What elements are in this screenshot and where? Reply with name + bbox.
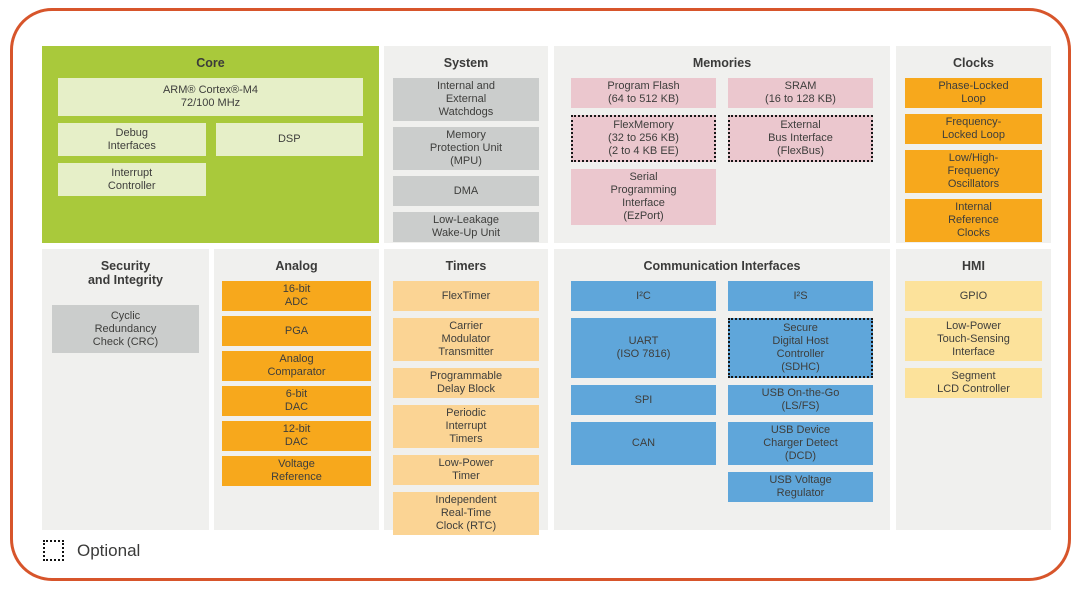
block-dma: DMA	[393, 176, 539, 206]
block-analog-comparator: Analog Comparator	[222, 351, 371, 381]
block-oscillators: Low/High- Frequency Oscillators	[905, 150, 1042, 193]
timers-title: Timers	[445, 259, 487, 273]
block-16bit-adc: 16-bit ADC	[222, 281, 371, 311]
legend: Optional	[43, 540, 140, 561]
memories-blocks: Program Flash (64 to 512 KB) SRAM (16 to…	[554, 78, 890, 225]
clocks-title: Clocks	[953, 56, 994, 70]
system-blocks: Internal and External Watchdogs Memory P…	[384, 78, 548, 242]
block-flextimer: FlexTimer	[393, 281, 539, 311]
communication-title: Communication Interfaces	[643, 259, 801, 273]
communication-blocks: I²C I²S UART (ISO 7816) Secure Digital H…	[554, 281, 890, 502]
block-fll: Frequency- Locked Loop	[905, 114, 1042, 144]
block-usb-voltage-regulator: USB Voltage Regulator	[728, 472, 873, 502]
hmi-blocks: GPIO Low-Power Touch-Sensing Interface S…	[896, 281, 1051, 398]
block-sdhc: Secure Digital Host Controller (SDHC)	[728, 318, 873, 378]
panel-clocks: Clocks Phase-Locked Loop Frequency- Lock…	[896, 46, 1051, 243]
block-usb-dcd: USB Device Charger Detect (DCD)	[728, 422, 873, 465]
block-i2c: I²C	[571, 281, 716, 311]
hmi-title: HMI	[962, 259, 985, 273]
optional-dotted-box-icon	[43, 540, 64, 561]
block-flexmemory: FlexMemory (32 to 256 KB) (2 to 4 KB EE)	[571, 115, 716, 162]
panel-analog: Analog 16-bit ADC PGA Analog Comparator …	[214, 249, 379, 530]
block-spi: SPI	[571, 385, 716, 415]
block-pga: PGA	[222, 316, 371, 346]
panel-core: Core ARM® Cortex®-M4 72/100 MHz Debug In…	[42, 46, 379, 243]
block-programmable-delay-block: Programmable Delay Block	[393, 368, 539, 398]
block-6bit-dac: 6-bit DAC	[222, 386, 371, 416]
block-dsp: DSP	[215, 123, 363, 156]
memories-title: Memories	[692, 56, 752, 70]
block-sram: SRAM (16 to 128 KB)	[728, 78, 873, 108]
panel-system: System Internal and External Watchdogs M…	[384, 46, 548, 243]
block-interrupt-controller: Interrupt Controller	[58, 163, 206, 196]
analog-title: Analog	[275, 259, 318, 273]
panel-communication-interfaces: Communication Interfaces I²C I²S UART (I…	[554, 249, 890, 530]
diagram-border: Core ARM® Cortex®-M4 72/100 MHz Debug In…	[10, 8, 1071, 581]
core-row: Debug Interfaces DSP	[58, 123, 363, 156]
block-pll: Phase-Locked Loop	[905, 78, 1042, 108]
panel-memories: Memories Program Flash (64 to 512 KB) SR…	[554, 46, 890, 243]
security-blocks: Cyclic Redundancy Check (CRC)	[42, 305, 209, 353]
block-crc: Cyclic Redundancy Check (CRC)	[52, 305, 199, 353]
block-periodic-interrupt-timers: Periodic Interrupt Timers	[393, 405, 539, 448]
block-carrier-modulator-transmitter: Carrier Modulator Transmitter	[393, 318, 539, 361]
block-gpio: GPIO	[905, 281, 1042, 311]
timers-blocks: FlexTimer Carrier Modulator Transmitter …	[384, 281, 548, 535]
panel-timers: Timers FlexTimer Carrier Modulator Trans…	[384, 249, 548, 535]
block-voltage-reference: Voltage Reference	[222, 456, 371, 486]
analog-blocks: 16-bit ADC PGA Analog Comparator 6-bit D…	[214, 281, 379, 486]
block-llwu: Low-Leakage Wake-Up Unit	[393, 212, 539, 242]
block-segment-lcd-controller: Segment LCD Controller	[905, 368, 1042, 398]
block-i2s: I²S	[728, 281, 873, 311]
block-uart: UART (ISO 7816)	[571, 318, 716, 378]
panel-security-and-integrity: Security and Integrity Cyclic Redundancy…	[42, 249, 209, 530]
block-mpu: Memory Protection Unit (MPU)	[393, 127, 539, 170]
block-internal-reference-clocks: Internal Reference Clocks	[905, 199, 1042, 242]
block-arm-cortex-m4: ARM® Cortex®-M4 72/100 MHz	[58, 78, 363, 116]
block-low-power-timer: Low-Power Timer	[393, 455, 539, 485]
clocks-blocks: Phase-Locked Loop Frequency- Locked Loop…	[896, 78, 1051, 242]
block-touch-sensing-interface: Low-Power Touch-Sensing Interface	[905, 318, 1042, 361]
legend-label: Optional	[77, 540, 141, 560]
block-flexbus: External Bus Interface (FlexBus)	[728, 115, 873, 162]
panel-hmi: HMI GPIO Low-Power Touch-Sensing Interfa…	[896, 249, 1051, 530]
block-12bit-dac: 12-bit DAC	[222, 421, 371, 451]
core-title: Core	[196, 56, 225, 70]
block-watchdogs: Internal and External Watchdogs	[393, 78, 539, 121]
block-debug-interfaces: Debug Interfaces	[58, 123, 206, 156]
security-title: Security and Integrity	[87, 259, 163, 287]
block-rtc: Independent Real-Time Clock (RTC)	[393, 492, 539, 535]
core-blocks: ARM® Cortex®-M4 72/100 MHz Debug Interfa…	[42, 78, 379, 196]
block-ezport: Serial Programming Interface (EzPort)	[571, 169, 716, 225]
block-can: CAN	[571, 422, 716, 465]
block-usb-otg: USB On-the-Go (LS/FS)	[728, 385, 873, 415]
block-program-flash: Program Flash (64 to 512 KB)	[571, 78, 716, 108]
system-title: System	[443, 56, 489, 70]
